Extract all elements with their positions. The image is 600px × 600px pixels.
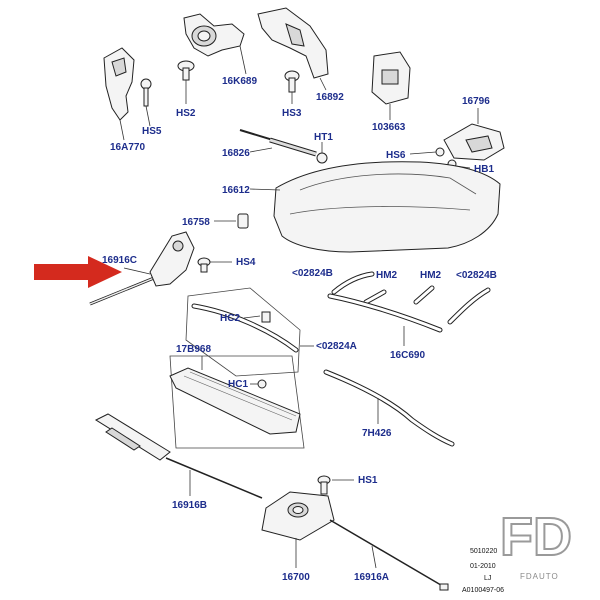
striker-bracket: [257, 7, 329, 91]
hood-release-handle: [103, 47, 135, 141]
callout-hs6: HS6: [386, 150, 406, 161]
hood-hinge: [443, 108, 505, 161]
release-lever: [89, 231, 195, 306]
callout-16916b: 16916B: [172, 500, 207, 511]
bolt-hs6: [409, 147, 445, 157]
callout-hc1: HC1: [228, 379, 248, 390]
seal-bracket-outline: [185, 287, 301, 377]
diagram-code: 5010220: [470, 548, 497, 555]
callout-hc2: HC2: [220, 313, 240, 324]
callout-hb1: HB1: [474, 164, 494, 175]
callout-hs2: HS2: [176, 108, 196, 119]
bolt-hs1: [317, 475, 354, 495]
callout-17b968: 17B968: [176, 344, 211, 355]
seal-16c690: [327, 293, 443, 346]
callout-ht1: HT1: [314, 132, 333, 143]
callout-16700: 16700: [282, 572, 310, 583]
bump-stop: [214, 213, 249, 229]
fdauto-watermark-logo: FD FDAUTO: [499, 506, 573, 581]
callout-16916a: 16916A: [354, 572, 389, 583]
callout-hs4: HS4: [236, 257, 256, 268]
latch-cover-pad: [371, 51, 411, 120]
callout-02824b-left: <02824B: [292, 268, 333, 279]
callout-103663: 103663: [372, 122, 406, 133]
callout-16k689: 16K689: [222, 76, 257, 87]
hood-latch-assembly: [183, 13, 247, 75]
clip-hc1: [250, 379, 267, 389]
diagram-reference: A0100497-06: [462, 587, 504, 594]
callout-16612: 16612: [222, 185, 250, 196]
watermark-caption: FDAUTO: [520, 572, 559, 581]
callout-02824a: <02824A: [316, 341, 357, 352]
callout-16796: 16796: [462, 96, 490, 107]
seal-02824b-right: [447, 287, 491, 325]
seal-7h426: [323, 369, 455, 447]
callout-16892: 16892: [316, 92, 344, 103]
clip-ht1: [316, 142, 328, 164]
release-cable-16916b: [94, 413, 263, 499]
hood-panel: [249, 161, 501, 253]
cowl-panel: [169, 355, 305, 449]
clip-hc2: [243, 311, 271, 323]
callout-hs5: HS5: [142, 126, 162, 137]
bolt-hs3: [284, 70, 300, 104]
bolt-hs4: [197, 257, 232, 273]
callout-hm2-right: HM2: [420, 270, 442, 281]
callout-02824b-right: <02824B: [456, 270, 497, 281]
callout-16826: 16826: [222, 148, 250, 159]
diagram-date: 01-2010: [470, 563, 496, 570]
release-cable-16916a: [329, 519, 449, 591]
callout-16c690: 16C690: [390, 350, 425, 361]
diagram-lj: LJ: [484, 575, 491, 582]
callout-hm2-left: HM2: [376, 270, 398, 281]
seal-hm2-right: [413, 285, 435, 305]
callout-hs3: HS3: [282, 108, 302, 119]
callout-hs1: HS1: [358, 475, 378, 486]
latch-16700: [261, 491, 335, 568]
callout-16a770: 16A770: [110, 142, 145, 153]
seal-hm2-left: [363, 289, 387, 305]
gas-strut: [239, 129, 317, 157]
seal-02824a: [191, 303, 314, 353]
callout-16916c: 16916C: [102, 255, 137, 266]
callout-7h426: 7H426: [362, 428, 392, 439]
callout-16758: 16758: [182, 217, 210, 228]
seal-02824b-left: [331, 271, 375, 295]
bolt-hs2: [177, 60, 195, 104]
red-pointer-arrow: [34, 256, 122, 288]
watermark-letters: FD: [500, 507, 572, 567]
bolt-hs5: [140, 78, 152, 127]
